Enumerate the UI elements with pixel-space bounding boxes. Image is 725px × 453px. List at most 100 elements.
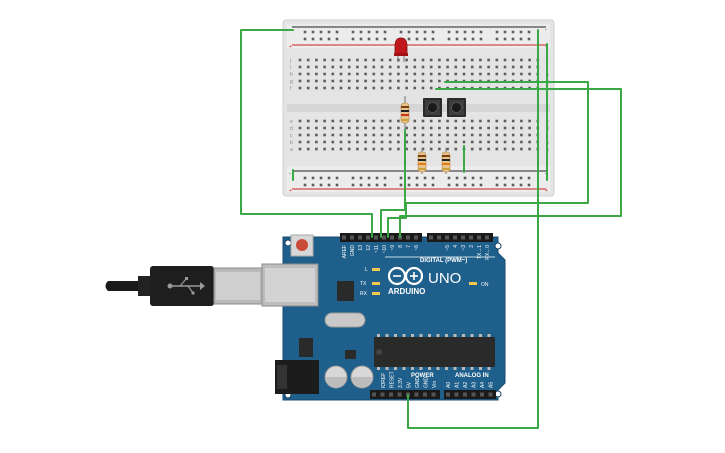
breadboard-hole[interactable] bbox=[454, 126, 458, 130]
breadboard-hole[interactable] bbox=[380, 65, 384, 69]
rail-hole[interactable] bbox=[511, 183, 515, 187]
header-pin[interactable] bbox=[374, 235, 378, 240]
breadboard-hole[interactable] bbox=[511, 119, 515, 123]
breadboard-hole[interactable] bbox=[405, 79, 408, 83]
breadboard-hole[interactable] bbox=[487, 147, 490, 151]
breadboard-hole[interactable] bbox=[339, 119, 343, 123]
breadboard-hole[interactable] bbox=[331, 65, 335, 69]
breadboard-hole[interactable] bbox=[364, 147, 367, 151]
rail-hole[interactable] bbox=[511, 37, 515, 41]
breadboard-hole[interactable] bbox=[306, 133, 310, 137]
breadboard-hole[interactable] bbox=[323, 133, 326, 137]
breadboard-hole[interactable] bbox=[429, 147, 433, 151]
breadboard-hole[interactable] bbox=[528, 140, 531, 144]
rail-hole[interactable] bbox=[359, 176, 363, 180]
breadboard-hole[interactable] bbox=[413, 147, 417, 151]
rail-hole[interactable] bbox=[415, 176, 419, 180]
breadboard-hole[interactable] bbox=[446, 126, 449, 130]
breadboard-hole[interactable] bbox=[405, 86, 408, 90]
rail-hole[interactable] bbox=[471, 30, 475, 34]
breadboard-hole[interactable] bbox=[495, 119, 499, 123]
breadboard-hole[interactable] bbox=[388, 58, 392, 62]
breadboard-hole[interactable] bbox=[315, 72, 318, 76]
breadboard-hole[interactable] bbox=[388, 147, 392, 151]
rail-hole[interactable] bbox=[479, 176, 483, 180]
breadboard-hole[interactable] bbox=[339, 140, 343, 144]
breadboard-hole[interactable] bbox=[397, 72, 400, 76]
breadboard-hole[interactable] bbox=[298, 86, 302, 90]
breadboard-hole[interactable] bbox=[495, 133, 499, 137]
breadboard-hole[interactable] bbox=[470, 126, 474, 130]
rail-hole[interactable] bbox=[431, 176, 435, 180]
breadboard-hole[interactable] bbox=[495, 72, 499, 76]
rail-hole[interactable] bbox=[423, 30, 427, 34]
rail-hole[interactable] bbox=[383, 30, 387, 34]
rail-hole[interactable] bbox=[399, 183, 403, 187]
rail-hole[interactable] bbox=[463, 30, 467, 34]
breadboard-hole[interactable] bbox=[495, 58, 499, 62]
breadboard-hole[interactable] bbox=[298, 119, 302, 123]
breadboard-hole[interactable] bbox=[454, 58, 458, 62]
breadboard-hole[interactable] bbox=[438, 79, 441, 83]
breadboard-hole[interactable] bbox=[429, 58, 433, 62]
breadboard-hole[interactable] bbox=[503, 72, 507, 76]
breadboard-hole[interactable] bbox=[331, 133, 335, 137]
breadboard-hole[interactable] bbox=[470, 140, 474, 144]
breadboard-hole[interactable] bbox=[503, 119, 507, 123]
rail-hole[interactable] bbox=[383, 37, 387, 41]
rail-hole[interactable] bbox=[327, 37, 331, 41]
breadboard-hole[interactable] bbox=[315, 133, 318, 137]
breadboard-hole[interactable] bbox=[364, 133, 367, 137]
breadboard-hole[interactable] bbox=[306, 119, 310, 123]
rail-hole[interactable] bbox=[335, 37, 339, 41]
breadboard-hole[interactable] bbox=[421, 86, 425, 90]
breadboard-hole[interactable] bbox=[487, 65, 490, 69]
breadboard-hole[interactable] bbox=[397, 65, 400, 69]
breadboard-hole[interactable] bbox=[520, 65, 523, 69]
wire-gnd-rail[interactable] bbox=[407, 29, 539, 429]
breadboard-hole[interactable] bbox=[520, 133, 523, 137]
breadboard-hole[interactable] bbox=[331, 58, 335, 62]
breadboard-hole[interactable] bbox=[306, 65, 310, 69]
rail-hole[interactable] bbox=[335, 30, 339, 34]
breadboard-hole[interactable] bbox=[331, 126, 335, 130]
breadboard-hole[interactable] bbox=[306, 72, 310, 76]
breadboard-hole[interactable] bbox=[347, 140, 351, 144]
breadboard-hole[interactable] bbox=[413, 79, 417, 83]
breadboard-hole[interactable] bbox=[388, 79, 392, 83]
breadboard-hole[interactable] bbox=[356, 140, 359, 144]
rail-hole[interactable] bbox=[327, 176, 331, 180]
breadboard-hole[interactable] bbox=[298, 65, 302, 69]
rail-hole[interactable] bbox=[519, 37, 523, 41]
breadboard-hole[interactable] bbox=[438, 58, 441, 62]
breadboard-hole[interactable] bbox=[462, 140, 466, 144]
rail-hole[interactable] bbox=[519, 176, 523, 180]
breadboard-hole[interactable] bbox=[421, 140, 425, 144]
header-pin[interactable] bbox=[372, 392, 376, 397]
breadboard-hole[interactable] bbox=[323, 79, 326, 83]
breadboard-hole[interactable] bbox=[356, 86, 359, 90]
rail-hole[interactable] bbox=[463, 183, 467, 187]
breadboard-hole[interactable] bbox=[397, 147, 400, 151]
wire-button2-to-pin10[interactable] bbox=[399, 88, 622, 238]
rail-hole[interactable] bbox=[407, 183, 411, 187]
breadboard-hole[interactable] bbox=[323, 119, 326, 123]
rail-hole[interactable] bbox=[431, 30, 435, 34]
rail-hole[interactable] bbox=[351, 37, 355, 41]
rail-hole[interactable] bbox=[375, 176, 379, 180]
rail-hole[interactable] bbox=[319, 183, 323, 187]
breadboard-hole[interactable] bbox=[438, 72, 441, 76]
breadboard-hole[interactable] bbox=[454, 72, 458, 76]
breadboard-hole[interactable] bbox=[438, 133, 441, 137]
rail-hole[interactable] bbox=[527, 30, 531, 34]
breadboard-hole[interactable] bbox=[503, 133, 507, 137]
breadboard-hole[interactable] bbox=[347, 126, 351, 130]
breadboard-hole[interactable] bbox=[347, 58, 351, 62]
breadboard-hole[interactable] bbox=[397, 86, 400, 90]
header-pin[interactable] bbox=[485, 235, 489, 240]
breadboard-hole[interactable] bbox=[347, 133, 351, 137]
breadboard-hole[interactable] bbox=[356, 65, 359, 69]
breadboard-hole[interactable] bbox=[306, 147, 310, 151]
breadboard-hole[interactable] bbox=[446, 147, 449, 151]
breadboard-hole[interactable] bbox=[347, 65, 351, 69]
